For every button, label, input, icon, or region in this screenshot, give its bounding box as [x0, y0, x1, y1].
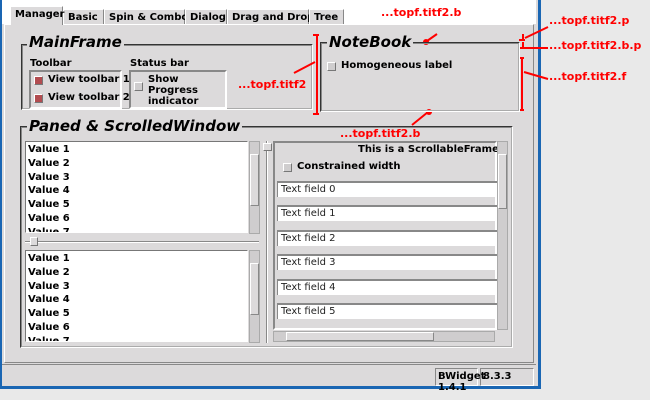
notebook-frame	[320, 42, 520, 112]
sash-handle[interactable]	[30, 237, 38, 246]
toolbar-box	[29, 70, 122, 109]
list-item[interactable]: Value 7	[28, 226, 70, 233]
show-progress-label[interactable]: Show Progress indicator	[148, 74, 199, 107]
tk-version: 8.3.3	[480, 368, 534, 386]
scrollbar-thumb[interactable]	[250, 263, 259, 315]
list-item[interactable]: Value 4	[28, 294, 70, 306]
list-item[interactable]: Value 3	[28, 280, 70, 292]
scrollable-frame-title: This is a ScrollableFrame	[358, 144, 499, 155]
tab-label: Manager	[15, 9, 65, 20]
homogeneous-label[interactable]: Homogeneous label	[341, 60, 453, 71]
sash-handle[interactable]	[263, 143, 272, 151]
list-item[interactable]: Value 5	[28, 308, 70, 320]
list-item[interactable]: Value 6	[28, 212, 70, 224]
notebook-title: NoteBook	[327, 33, 414, 51]
list-item[interactable]: Value 4	[28, 185, 70, 197]
annotation-f: ...topf.titf2.f	[549, 70, 627, 83]
tab-label: Tree	[314, 12, 339, 23]
mainframe-frame	[21, 44, 313, 110]
view-toolbar-2-checkbox[interactable]	[34, 94, 43, 103]
mainframe-title: MainFrame	[27, 33, 124, 51]
text-field[interactable]: Text field 3	[277, 254, 497, 271]
tab-basic[interactable]: Basic	[63, 9, 104, 25]
list-item[interactable]: Value 1	[28, 144, 70, 155]
constrained-width-checkbox[interactable]	[283, 163, 292, 172]
tab-label: Spin & Combo	[109, 12, 189, 23]
annotation-b-top: ...topf.titf2.b	[381, 6, 462, 19]
statusbar-label: Status bar	[130, 58, 189, 69]
view-toolbar-1-label[interactable]: View toolbar 1	[48, 74, 130, 85]
text-field[interactable]: Text field 1	[277, 205, 497, 222]
constrained-width-label[interactable]: Constrained width	[297, 161, 401, 172]
scrollable-hscrollbar[interactable]	[273, 331, 495, 342]
show-progress-checkbox[interactable]	[134, 82, 143, 91]
list-item[interactable]: Value 7	[28, 335, 70, 342]
list-item[interactable]: Value 2	[28, 266, 70, 278]
paned-frame	[20, 126, 513, 348]
text-field[interactable]: Text field 2	[277, 229, 497, 246]
statusbar-divider	[2, 364, 536, 365]
annotation-p: ...topf.titf2.p	[549, 14, 630, 27]
vertical-pane-sash[interactable]	[266, 141, 268, 343]
tab-manager[interactable]: Manager	[10, 6, 65, 25]
list-item[interactable]: Value 5	[28, 199, 70, 211]
tab-dialog[interactable]: Dialog	[185, 9, 227, 25]
list-item[interactable]: Value 3	[28, 171, 70, 183]
horizontal-pane-sash[interactable]	[25, 241, 259, 243]
listbox-bottom-scrollbar[interactable]	[249, 250, 260, 343]
statusbar-box	[129, 70, 227, 109]
text-field[interactable]: Text field 5	[277, 303, 497, 319]
scrollbar-thumb[interactable]	[286, 332, 434, 341]
list-item[interactable]: Value 1	[28, 253, 70, 264]
list-item[interactable]: Value 6	[28, 321, 70, 333]
annotation-titf2: ...topf.titf2	[238, 78, 307, 91]
text-field[interactable]: Text field 0	[277, 181, 497, 197]
tab-label: Basic	[68, 12, 98, 23]
scrollbar-thumb[interactable]	[498, 154, 507, 209]
homogeneous-checkbox[interactable]	[327, 62, 336, 71]
paned-title: Paned & ScrolledWindow	[27, 117, 243, 135]
tab-label: Dialog	[190, 12, 226, 23]
bwidget-version: BWidget 1.4.1	[435, 368, 485, 393]
view-toolbar-2-label[interactable]: View toolbar 2	[48, 92, 130, 103]
view-toolbar-1-checkbox[interactable]	[34, 76, 43, 85]
listbox-top-scrollbar[interactable]	[249, 141, 260, 234]
list-item[interactable]: Value 2	[28, 157, 70, 169]
annotation-b-bottom: ...topf.titf2.b	[340, 127, 421, 140]
scrollbar-thumb[interactable]	[250, 154, 259, 206]
tab-spin-combo[interactable]: Spin & Combo	[104, 9, 189, 25]
annotation-bp: ...topf.titf2.b.p	[549, 39, 642, 52]
toolbar-label: Toolbar	[30, 58, 72, 69]
notebook-page	[4, 24, 534, 363]
scrollable-vscrollbar[interactable]	[497, 141, 508, 330]
tab-label: Drag and Drop	[232, 12, 315, 23]
text-field[interactable]: Text field 4	[277, 278, 497, 295]
tab-drag-drop[interactable]: Drag and Drop	[227, 9, 314, 25]
tab-tree[interactable]: Tree	[309, 9, 344, 25]
